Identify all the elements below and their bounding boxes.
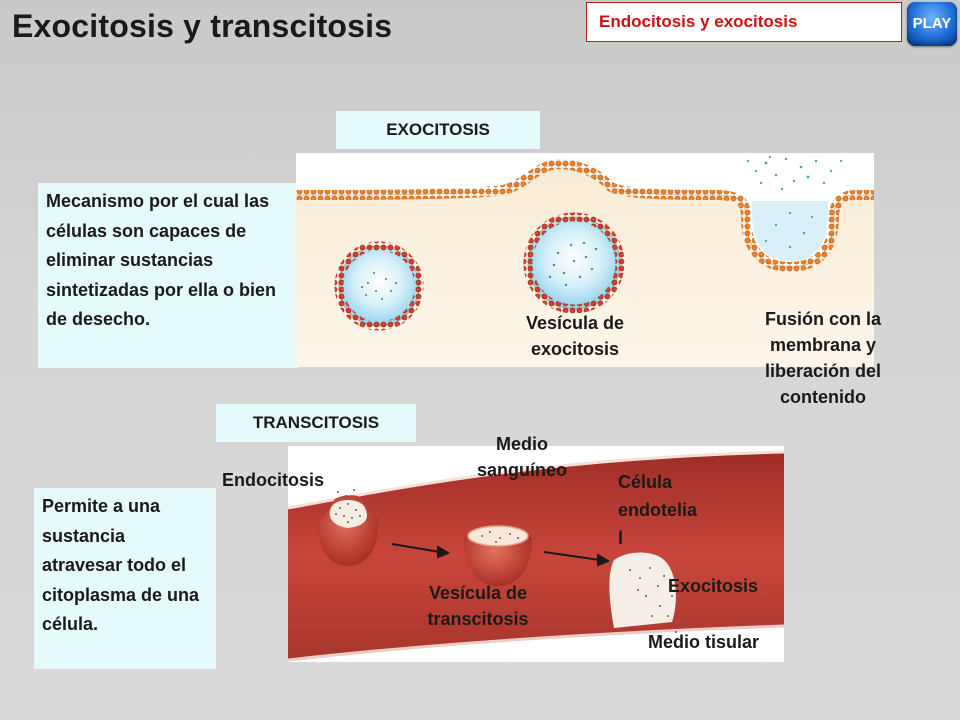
transcitosis-description: Permite a una sustancia atravesar todo e… bbox=[34, 488, 216, 669]
celula-label-line: endotelia bbox=[618, 500, 698, 520]
medio-sanguineo-label-line: sanguíneo bbox=[476, 460, 567, 480]
fusion-label-line: liberación del bbox=[764, 361, 882, 381]
medio-tisular-label: Medio tisular bbox=[648, 632, 760, 652]
vesicula-transcitosis-label-line: transcitosis bbox=[427, 609, 529, 629]
fusion-label-line: contenido bbox=[780, 387, 866, 407]
fusion-label-line: membrana y bbox=[769, 335, 877, 355]
vesicula-transcitosis-label: Vesícula de transcitosis bbox=[403, 580, 553, 632]
celula-label-line: Célula bbox=[618, 472, 673, 492]
vesicula-exocitosis-label: Vesícula de exocitosis bbox=[500, 310, 650, 362]
endocitosis-label: Endocitosis bbox=[222, 470, 325, 490]
transcitosis-heading: TRANSCITOSIS bbox=[216, 404, 416, 442]
vesicula-transcitosis-label-line: Vesícula de bbox=[428, 583, 528, 603]
medio-sanguineo-label-line: Medio bbox=[496, 434, 548, 454]
fusion-label-line: Fusión con la bbox=[764, 309, 881, 329]
page-title: Exocitosis y transcitosis bbox=[12, 8, 393, 44]
vesicula-exocitosis-label-line: exocitosis bbox=[530, 339, 620, 359]
exocitosis-heading: EXOCITOSIS bbox=[336, 111, 540, 149]
endocitosis-exocitosis-link[interactable]: Endocitosis y exocitosis bbox=[586, 2, 902, 42]
transcitosis-illustration bbox=[288, 446, 784, 662]
exocitosis-description: Mecanismo por el cual las células son ca… bbox=[38, 183, 298, 368]
fusion-membrana-label: Fusión con la membrana y liberación del … bbox=[738, 306, 908, 410]
medio-sanguineo-label: Medio sanguíneo bbox=[452, 431, 592, 483]
celula-endotelial-label: Célula endotelia l bbox=[618, 468, 738, 552]
celula-label-line: l bbox=[618, 528, 624, 548]
vesicula-exocitosis-label-line: Vesícula de bbox=[525, 313, 625, 333]
exocitosis-illustration bbox=[296, 153, 874, 367]
play-button[interactable]: PLAY bbox=[907, 2, 957, 46]
exocitosis-label: Exocitosis bbox=[668, 576, 759, 596]
arrow-icon bbox=[391, 543, 611, 567]
